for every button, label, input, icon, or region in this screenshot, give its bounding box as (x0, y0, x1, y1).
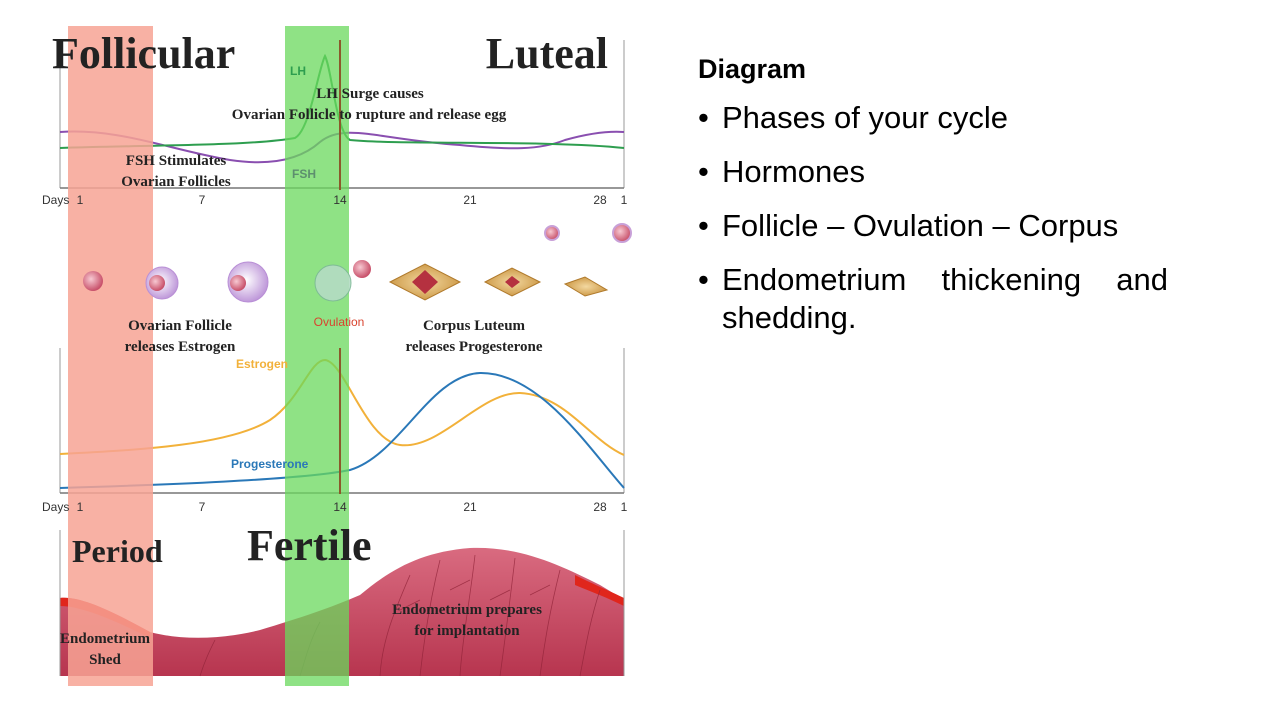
endometrium-shed-line-1: Endometrium (60, 631, 151, 647)
slide-heading: Diagram (698, 54, 807, 84)
period-band (68, 26, 153, 686)
lh-surge-line-1: LH Surge causes (316, 86, 424, 102)
ovary-stages (83, 223, 632, 303)
menstrual-cycle-diagram: Follicular Luteal LH FSH LH Surge causes… (42, 26, 632, 686)
bullet-item: Hormones (698, 153, 1168, 191)
estrogen-progesterone-graph (59, 348, 625, 494)
bullet-item: Follicle – Ovulation – Corpus (698, 207, 1168, 245)
svg-text:7: 7 (199, 193, 206, 207)
slide-text-panel: Diagram Phases of your cycle Hormones Fo… (698, 54, 1168, 353)
day-axis-top: Days 1 7 14 21 28 1 (42, 193, 628, 207)
bullet-item: Endometrium thickening and shedding. (698, 261, 1168, 337)
svg-text:28: 28 (593, 193, 607, 207)
lh-surge-line-2: Ovarian Follicle to rupture and release … (232, 107, 507, 123)
svg-text:Days: Days (42, 193, 69, 207)
corpus-luteum-line-1: Corpus Luteum (423, 318, 526, 334)
svg-text:21: 21 (463, 500, 477, 514)
endometrium-prepares-line-2: for implantation (414, 623, 520, 639)
progesterone-curve (59, 371, 625, 489)
period-label: Period (72, 533, 163, 569)
svg-text:1: 1 (77, 193, 84, 207)
estrogen-curve (59, 358, 625, 456)
follicular-label: Follicular (52, 29, 235, 78)
svg-text:14: 14 (333, 193, 347, 207)
fsh-label: FSH (292, 167, 316, 181)
bullet-list: Phases of your cycle Hormones Follicle –… (698, 99, 1168, 337)
lh-label: LH (290, 64, 306, 78)
svg-text:1: 1 (621, 193, 628, 207)
svg-text:1: 1 (77, 500, 84, 514)
ovarian-follicle-line-1: Ovarian Follicle (128, 318, 232, 334)
svg-text:21: 21 (463, 193, 477, 207)
svg-text:28: 28 (593, 500, 607, 514)
luteal-label: Luteal (486, 29, 608, 78)
fertile-label: Fertile (247, 521, 372, 570)
svg-text:14: 14 (333, 500, 347, 514)
fsh-stimulates-line-2: Ovarian Follicles (121, 174, 231, 190)
endometrium-shed-line-2: Shed (89, 652, 121, 668)
endometrium-prepares-line-1: Endometrium prepares (392, 602, 542, 618)
svg-text:Days: Days (42, 500, 69, 514)
svg-text:7: 7 (199, 500, 206, 514)
fsh-stimulates-line-1: FSH Stimulates (126, 153, 227, 169)
progesterone-label: Progesterone (231, 457, 309, 471)
bullet-item: Phases of your cycle (698, 99, 1168, 137)
ovulation-label: Ovulation (314, 315, 365, 329)
day-axis-bottom: Days 1 7 14 21 28 1 (42, 500, 628, 514)
ovarian-follicle-line-2: releases Estrogen (125, 339, 236, 355)
svg-text:1: 1 (621, 500, 628, 514)
corpus-luteum-line-2: releases Progesterone (405, 339, 542, 355)
estrogen-label: Estrogen (236, 357, 288, 371)
fertile-band (285, 26, 349, 686)
